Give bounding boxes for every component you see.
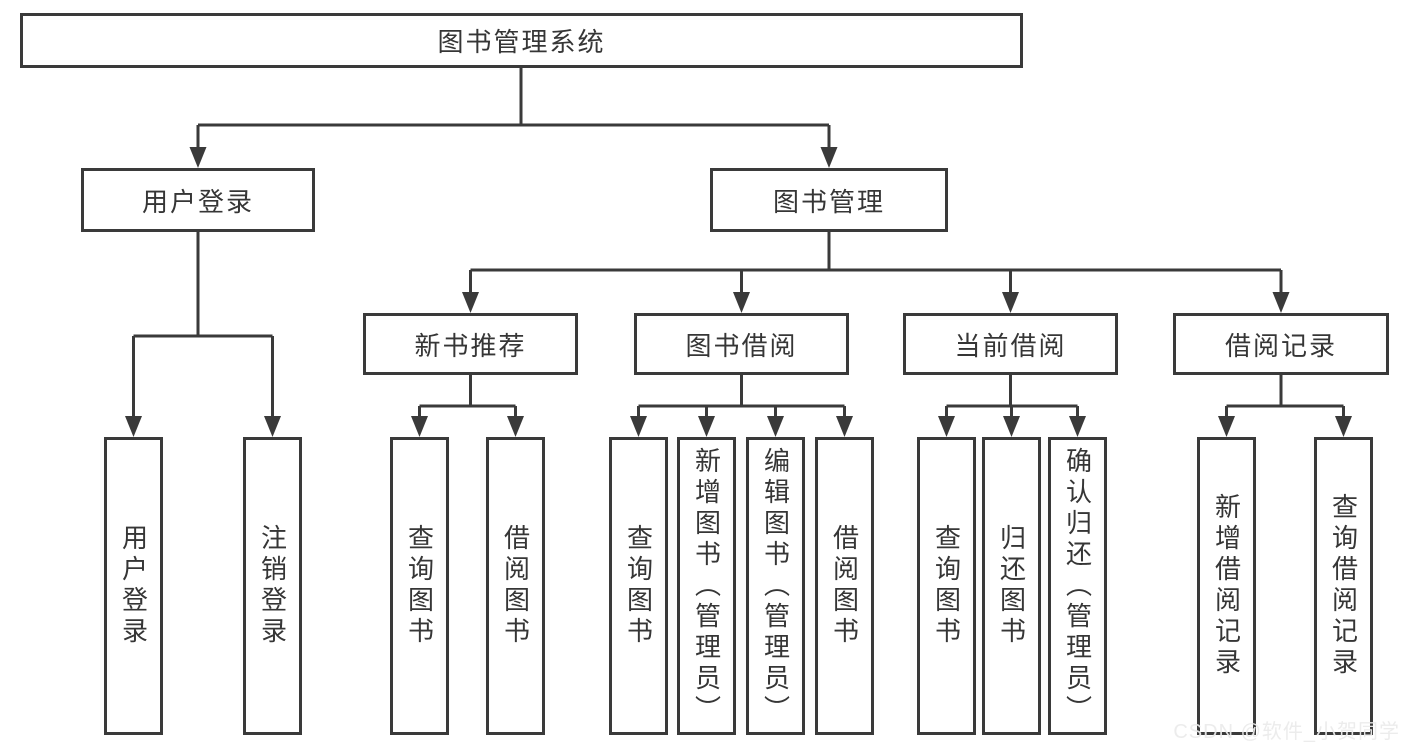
arrowheads-new-book-recommend (411, 416, 524, 437)
arrowheads-book-borrow (630, 416, 853, 437)
leaf-nbr-borrow-books-label: 借阅图书 (500, 524, 531, 648)
connector-current-borrow-to-leaves (945, 375, 1079, 420)
connector-new-book-recommend-to-leaves (418, 375, 517, 420)
leaf-bb-query-books-label: 查询图书 (623, 524, 654, 648)
node-borrow-records: 借阅记录 (1173, 313, 1389, 375)
leaf-br-query-record: 查询借阅记录 (1314, 437, 1373, 735)
leaf-cb-query-books: 查询图书 (917, 437, 976, 735)
connector-root-to-level2 (196, 68, 831, 150)
leaf-bb-add-books-admin-label: 新增图书（管理员） (691, 446, 722, 726)
leaf-bb-borrow-books-label: 借阅图书 (829, 524, 860, 648)
node-book-management: 图书管理 (710, 168, 948, 232)
node-current-borrow-label: 当前借阅 (954, 330, 1067, 361)
node-root: 图书管理系统 (20, 13, 1023, 68)
leaf-bb-query-books: 查询图书 (609, 437, 668, 735)
node-book-borrow: 图书借阅 (634, 313, 849, 375)
node-new-book-recommend: 新书推荐 (363, 313, 578, 375)
arrowheads-root-to-level2 (189, 147, 838, 168)
leaf-br-add-record-label: 新增借阅记录 (1211, 493, 1242, 679)
node-borrow-records-label: 借阅记录 (1224, 330, 1337, 361)
arrowheads-book-management-to-level3 (462, 292, 1290, 313)
leaf-bb-add-books-admin: 新增图书（管理员） (677, 437, 736, 735)
node-book-management-label: 图书管理 (772, 186, 885, 217)
leaf-nbr-query-books: 查询图书 (390, 437, 449, 735)
arrowheads-borrow-records (1218, 416, 1352, 437)
leaf-nbr-query-books-label: 查询图书 (404, 524, 435, 648)
leaf-logout-label: 注销登录 (257, 524, 288, 648)
leaf-nbr-borrow-books: 借阅图书 (486, 437, 545, 735)
leaf-cb-return-books: 归还图书 (982, 437, 1041, 735)
connector-book-management-to-level3 (469, 232, 1283, 295)
leaf-bb-edit-books-admin-label: 编辑图书（管理员） (760, 446, 791, 726)
node-user-login: 用户登录 (81, 168, 315, 232)
connector-user-login-to-leaves (132, 232, 274, 418)
leaf-cb-confirm-return-admin-label: 确认归还（管理员） (1062, 446, 1093, 726)
leaf-br-add-record: 新增借阅记录 (1197, 437, 1256, 735)
watermark: CSDN @软件_小贺同学 (1173, 721, 1400, 743)
leaf-cb-query-books-label: 查询图书 (931, 524, 962, 648)
leaf-logout: 注销登录 (243, 437, 302, 735)
arrowheads-user-login-to-leaves (125, 416, 281, 437)
node-current-borrow: 当前借阅 (903, 313, 1118, 375)
node-root-label: 图书管理系统 (437, 27, 606, 57)
arrowheads-current-borrow (938, 416, 1086, 437)
leaf-cb-confirm-return-admin: 确认归还（管理员） (1048, 437, 1107, 735)
leaf-bb-edit-books-admin: 编辑图书（管理员） (746, 437, 805, 735)
leaf-br-query-record-label: 查询借阅记录 (1328, 493, 1359, 679)
leaf-cb-return-books-label: 归还图书 (996, 524, 1027, 648)
node-new-book-recommend-label: 新书推荐 (414, 330, 527, 361)
leaf-bb-borrow-books: 借阅图书 (815, 437, 874, 735)
node-book-borrow-label: 图书借阅 (685, 330, 798, 361)
connector-book-borrow-to-leaves (637, 375, 846, 420)
leaf-user-login-label: 用户登录 (118, 524, 149, 648)
connector-borrow-records-to-leaves (1225, 375, 1345, 420)
node-user-login-label: 用户登录 (141, 186, 254, 217)
leaf-user-login: 用户登录 (104, 437, 163, 735)
